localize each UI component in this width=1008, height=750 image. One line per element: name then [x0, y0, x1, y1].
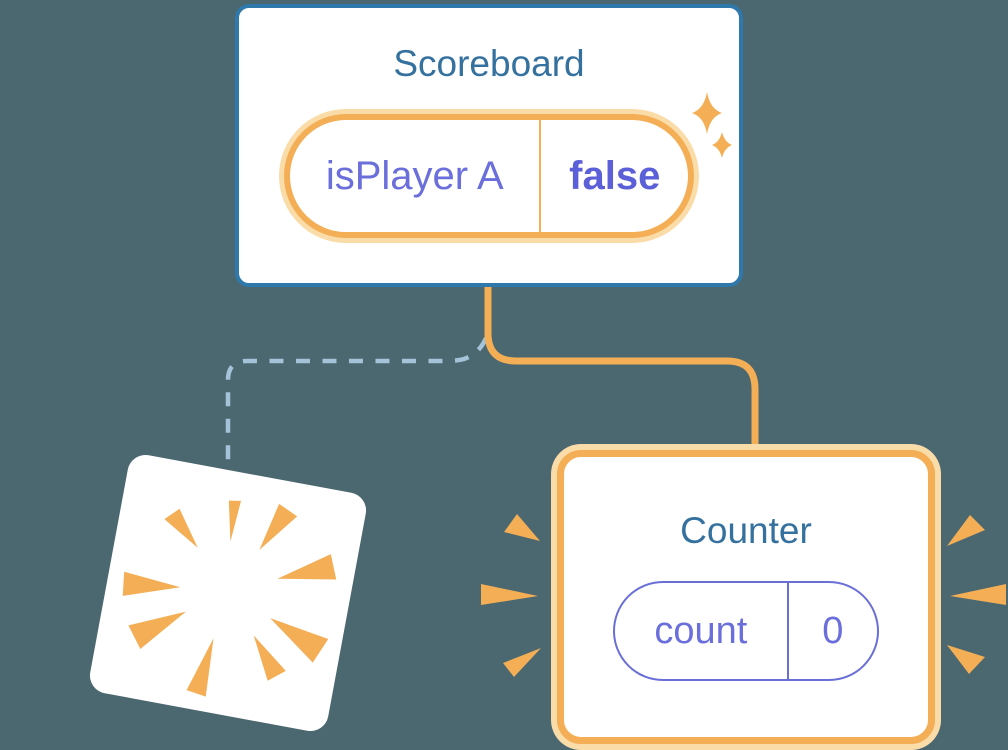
- poof-burst-icon: [122, 500, 337, 697]
- counter-state-pill: count 0: [613, 581, 879, 681]
- state-name-label: count: [654, 609, 748, 652]
- state-value-cell: 0: [786, 583, 877, 679]
- scoreboard-title: Scoreboard: [393, 43, 585, 84]
- state-value-cell: false: [539, 120, 688, 232]
- emphasis-marks-left: [481, 514, 541, 677]
- state-name-cell: isPlayer A: [290, 120, 539, 232]
- scoreboard-state-pill: isPlayer A false: [284, 114, 694, 238]
- counter-title: Counter: [680, 510, 812, 551]
- counter-component-card: Counter count 0: [557, 450, 935, 744]
- state-name-cell: count: [615, 583, 787, 679]
- emphasis-marks-right: [947, 515, 1006, 674]
- state-value-label: false: [569, 153, 661, 198]
- state-value-label: 0: [822, 609, 844, 652]
- sparkles-icon: [692, 92, 732, 158]
- destroyed-component-card: [86, 451, 370, 735]
- scoreboard-component-card: Scoreboard isPlayer A false: [235, 4, 743, 287]
- solid-connector-line: [484, 282, 759, 456]
- state-name-label: isPlayer A: [325, 153, 504, 198]
